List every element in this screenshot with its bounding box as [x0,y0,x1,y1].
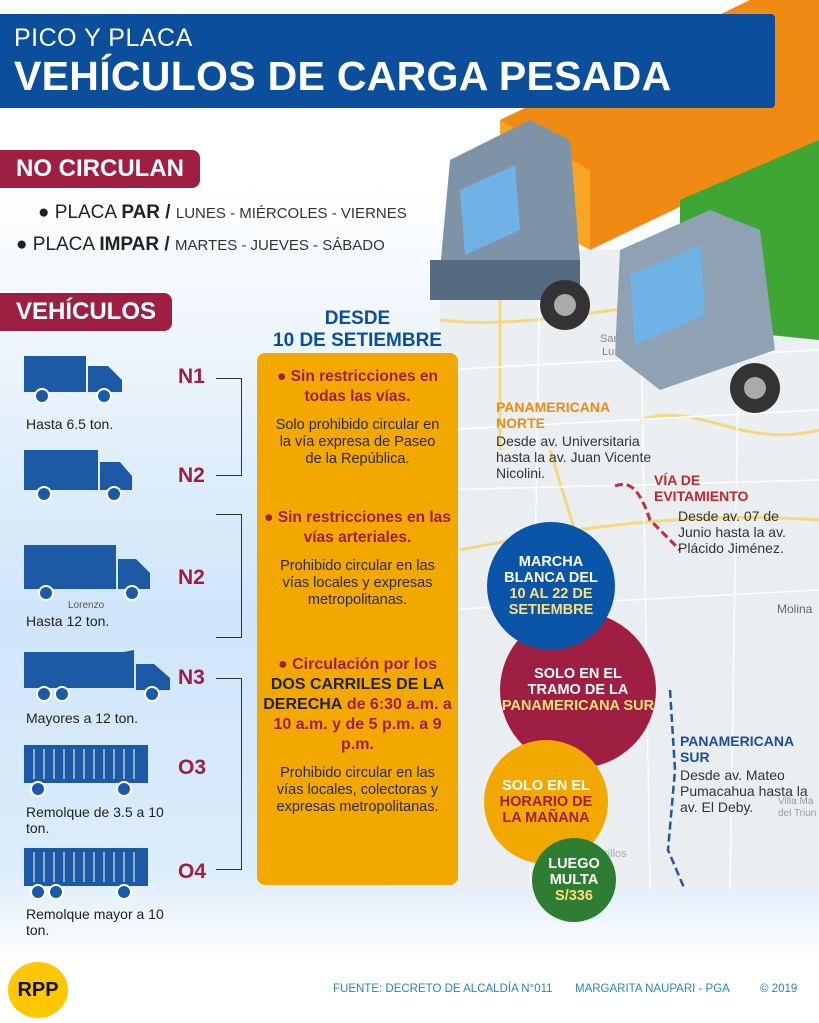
bracket-n1-n2 [216,378,242,476]
rule-body: Solo prohibido circular en la vía expres… [275,417,440,467]
rule-body: Prohibido circular en las vías locales y… [280,558,435,608]
header-title: VEHÍCULOS DE CARGA PESADA [14,53,672,99]
map-place-label: Lorenzo [68,600,105,611]
no-circulan-heading: NO CIRCULAN [0,150,200,188]
copyright: © 2019 [760,983,798,995]
vehicle-caption: Hasta 6.5 ton. [26,416,114,432]
rule-heading: ● Circulación por los DOS CARRILES DE LA… [263,656,452,753]
panamericana-sur-note: PANAMERICANA SUR Desde av. Mateo Pumacah… [680,733,808,815]
category-code: N3 [178,666,205,689]
rpp-logo: RPP [8,962,68,1018]
bracket-n2 [216,514,242,638]
category-code: O3 [178,756,207,779]
truck-n2-small-icon [24,450,132,502]
vehicle-caption: Hasta 12 ton. [26,613,110,629]
source-credit: FUENTE: DECRETO DE ALCALDÍA N°011 [333,983,553,995]
truck-n2-icon [24,545,150,601]
trailer-o3-icon [24,745,148,797]
vehiculos-heading: VEHÍCULOS [0,293,173,331]
rule-heading: ● Sin restricciones en las vías arterial… [264,509,451,546]
author-credit: MARGARITA NAUPARI - PGA [575,983,730,995]
vehicle-caption: Remolque de 3.5 a 10 ton. [26,804,164,836]
rule-heading: ● Sin restricciones en todas las vías. [277,368,438,405]
vehicle-caption: Remolque mayor a 10 ton. [26,906,164,938]
map-place-label: Molina [777,602,813,616]
map-place-label: Lu [602,346,615,358]
category-code: O4 [178,860,207,883]
vehicle-caption: Mayores a 12 ton. [26,710,139,726]
placa-par-item: ● PLACA PAR / LUNES - MIÉRCOLES - VIERNE… [38,202,407,223]
truck-n3-icon [24,650,170,702]
category-code: N2 [178,464,205,487]
evitamiento-note: VÍA DE EVITAMIENTO Desde av. 07 de Junio… [654,472,786,556]
map-place-label: Villa Ma [778,796,814,807]
category-code: N2 [178,566,205,589]
truck-n1-icon [24,356,122,404]
rule-body: Prohibido circular en las vías locales, … [276,765,439,815]
rules-panel: ● Sin restricciones en todas las vías. S… [257,353,458,885]
panamericana-norte-note: PANAMERICANA NORTE Desde av. Universitar… [496,399,652,481]
trailer-o4-icon [24,848,148,900]
placa-impar-item: ● PLACA IMPAR / MARTES - JUEVES - SÁBADO [16,234,385,255]
header-subtitle: PICO Y PLACA [14,24,193,52]
header-banner: PICO Y PLACA VEHÍCULOS DE CARGA PESADA [0,14,775,108]
category-code: N1 [178,365,205,388]
map-place-label: San [600,333,620,345]
map-place-label: del Triun [778,808,817,819]
bracket-n3-o4 [216,678,242,870]
